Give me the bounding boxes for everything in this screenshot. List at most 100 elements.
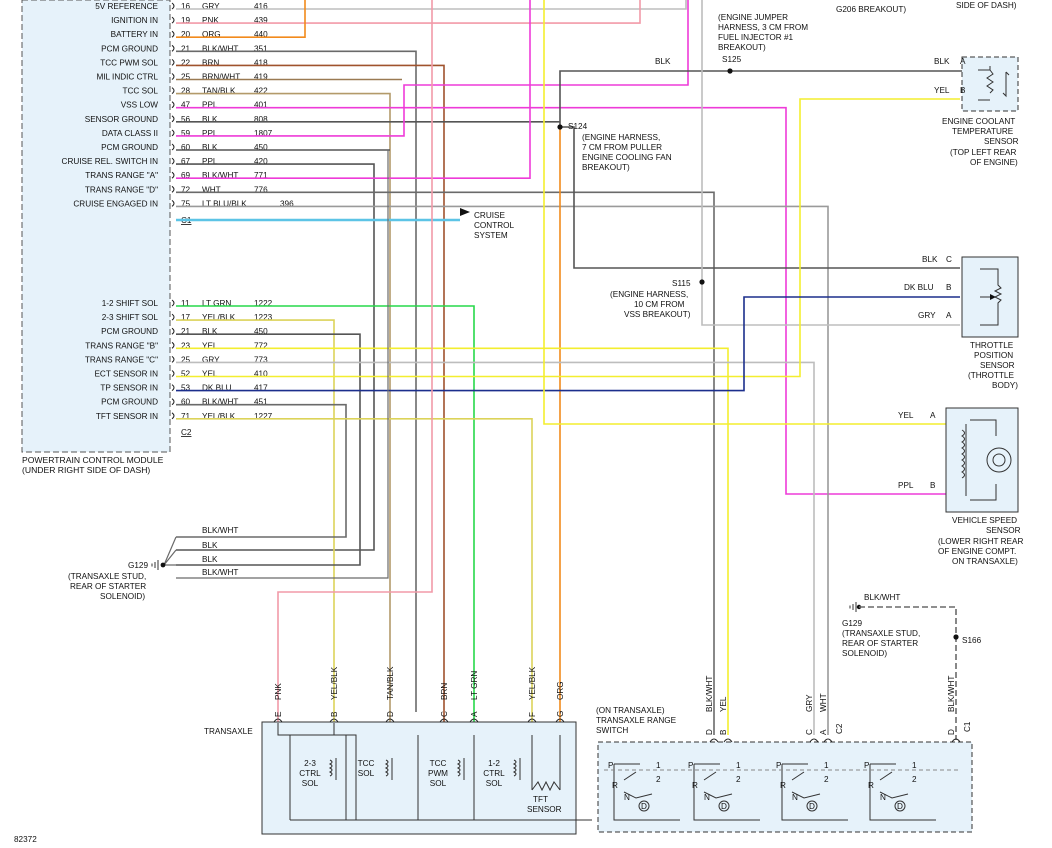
ect-label-1: ENGINE COOLANT <box>942 117 1015 126</box>
pcm-pin-circuit: 422 <box>254 87 268 96</box>
wire-battery <box>176 0 306 38</box>
transaxle-pin-color: BRN <box>440 683 449 700</box>
vss-pin-b-color: PPL <box>898 481 914 490</box>
pcm-pin-circuit: 451 <box>254 398 268 407</box>
side-of-dash-note: SIDE OF DASH) <box>956 1 1017 10</box>
pcm-pin-terminal-icon <box>171 157 175 165</box>
s124-label: S124 <box>568 122 588 131</box>
vss-pin-a-color: YEL <box>898 411 914 420</box>
pcm-pin-number: 71 <box>181 412 191 421</box>
solenoid-label: TCC <box>358 759 375 768</box>
pcm-pin-number: 75 <box>181 199 191 208</box>
pcm-pin-terminal-icon <box>171 370 175 377</box>
pcm-pin-name: TCC PWM SOL <box>100 58 158 67</box>
s115-splice-dot <box>699 279 705 285</box>
solenoid-label: 1-2 <box>488 759 500 768</box>
pcm-pin-color: BLK <box>202 115 218 124</box>
pcm-pin-color: YEL <box>202 370 218 379</box>
wire-trans-range-b <box>176 347 729 735</box>
transaxle-pin-terminal-icon <box>273 718 283 723</box>
wire-5v-ref <box>176 0 687 10</box>
range-pin-letter: B <box>719 729 728 735</box>
tft-thermistor-icon <box>531 735 561 792</box>
vss-label-4: OF ENGINE COMPT. <box>938 547 1016 556</box>
vss-label-2: SENSOR <box>986 526 1021 535</box>
transaxle-pin-terminal-icon <box>439 718 449 723</box>
range-pin-terminal-icon <box>951 738 961 743</box>
s125-wire-color: BLK <box>655 57 671 66</box>
s115-note-1: (ENGINE HARNESS, <box>610 290 688 299</box>
g129-left-ground-icon <box>151 560 159 570</box>
tp-pin-c-color: BLK <box>922 255 938 264</box>
range-contact-path <box>869 763 936 821</box>
solenoid-label: SOL <box>302 779 319 788</box>
pcm-pin-circuit: 450 <box>254 327 268 336</box>
range-contact-path <box>693 763 760 821</box>
transaxle-pin-letter: F <box>528 712 537 717</box>
pcm-pin-name: CRUISE REL. SWITCH IN <box>62 157 159 166</box>
ect-label-2: TEMPERATURE <box>952 127 1014 136</box>
wire-ect-signal <box>176 98 960 378</box>
range-gear-label: 2 <box>824 775 829 784</box>
pcm-pin-number: 21 <box>181 327 191 336</box>
pcm-pin-circuit: 440 <box>254 30 268 39</box>
pcm-pin-number: 67 <box>181 157 191 166</box>
range-gear-label: P <box>864 761 870 770</box>
vss-hub-icon <box>992 453 1006 467</box>
g129-right-wire <box>859 606 957 740</box>
pcm-pin-circuit: 401 <box>254 101 268 110</box>
ect-label-3: SENSOR <box>984 137 1019 146</box>
pcm-pin-number: 22 <box>181 58 191 67</box>
wire-pcm-ground-c2 <box>176 333 361 566</box>
ect-label-5: OF ENGINE) <box>970 158 1018 167</box>
wire-pcm-ground-3 <box>176 163 375 551</box>
pcm-pin-circuit: 1223 <box>254 313 273 322</box>
pcm-pin-name: TRANS RANGE "A" <box>85 171 158 180</box>
solenoid-coil-icon <box>328 758 337 780</box>
pcm-pin-name: PCM GROUND <box>101 44 158 53</box>
pcm-pin-circuit: 771 <box>254 171 268 180</box>
range-gear-label: 1 <box>736 761 741 770</box>
range-c1-label: C1 <box>963 721 972 732</box>
g206-note: G206 BREAKOUT) <box>836 5 906 14</box>
range-switch-label-1: (ON TRANSAXLE) <box>596 706 665 715</box>
transaxle-pin-letter: B <box>330 711 339 717</box>
pcm-pin-color: GRY <box>202 2 220 11</box>
pcm-pin-name: TCC SOL <box>123 87 159 96</box>
wire-trans-range-d <box>176 205 829 735</box>
wire-tp-gry <box>701 282 960 326</box>
range-pin-terminal-icon <box>823 738 833 743</box>
g129-right-wire-color: BLK/WHT <box>864 593 900 602</box>
pcm-pin-number: 60 <box>181 143 191 152</box>
pcm-pin-circuit: 410 <box>254 370 268 379</box>
g129-left-ground-dot <box>160 562 166 568</box>
solenoid-label: 2-3 <box>304 759 316 768</box>
pcm-pin-terminal-icon <box>171 200 175 207</box>
transaxle-pin-color: PNK <box>274 683 283 700</box>
pcm-pin-name: TRANS RANGE "B" <box>85 341 158 350</box>
wire-s125-ect <box>559 70 970 127</box>
wire-ground-bundle <box>163 150 389 579</box>
pcm-pin-color: WHT <box>202 185 221 194</box>
range-gear-label: R <box>868 781 874 790</box>
pcm-pin-color: GRY <box>202 355 220 364</box>
solenoid-label: PWM <box>428 769 448 778</box>
pcm-pin-name: SENSOR GROUND <box>85 115 158 124</box>
pcm-pin-name: TRANS RANGE "D" <box>85 185 158 194</box>
wire-tcc-sol <box>176 92 391 722</box>
transaxle-pin-letter: E <box>274 711 283 717</box>
pcm-pin-name: 5V REFERENCE <box>95 2 158 11</box>
pcm-pin-number: 72 <box>181 185 191 194</box>
tp-wiper-icon <box>990 294 996 300</box>
transaxle-pin-letter: G <box>556 711 565 717</box>
pcm-pin-color: YEL/BLK <box>202 412 236 421</box>
pcm-pin-circuit: 773 <box>254 355 268 364</box>
pcm-pin-number: 28 <box>181 87 191 96</box>
range-gear-label: 1 <box>824 761 829 770</box>
pcm-pin-name: TP SENSOR IN <box>100 384 158 393</box>
s124-splice-dot <box>557 124 563 130</box>
pcm-pin-terminal-icon <box>171 101 175 109</box>
solenoid-label: CTRL <box>483 769 505 778</box>
vss-label-1: VEHICLE SPEED <box>952 516 1017 525</box>
